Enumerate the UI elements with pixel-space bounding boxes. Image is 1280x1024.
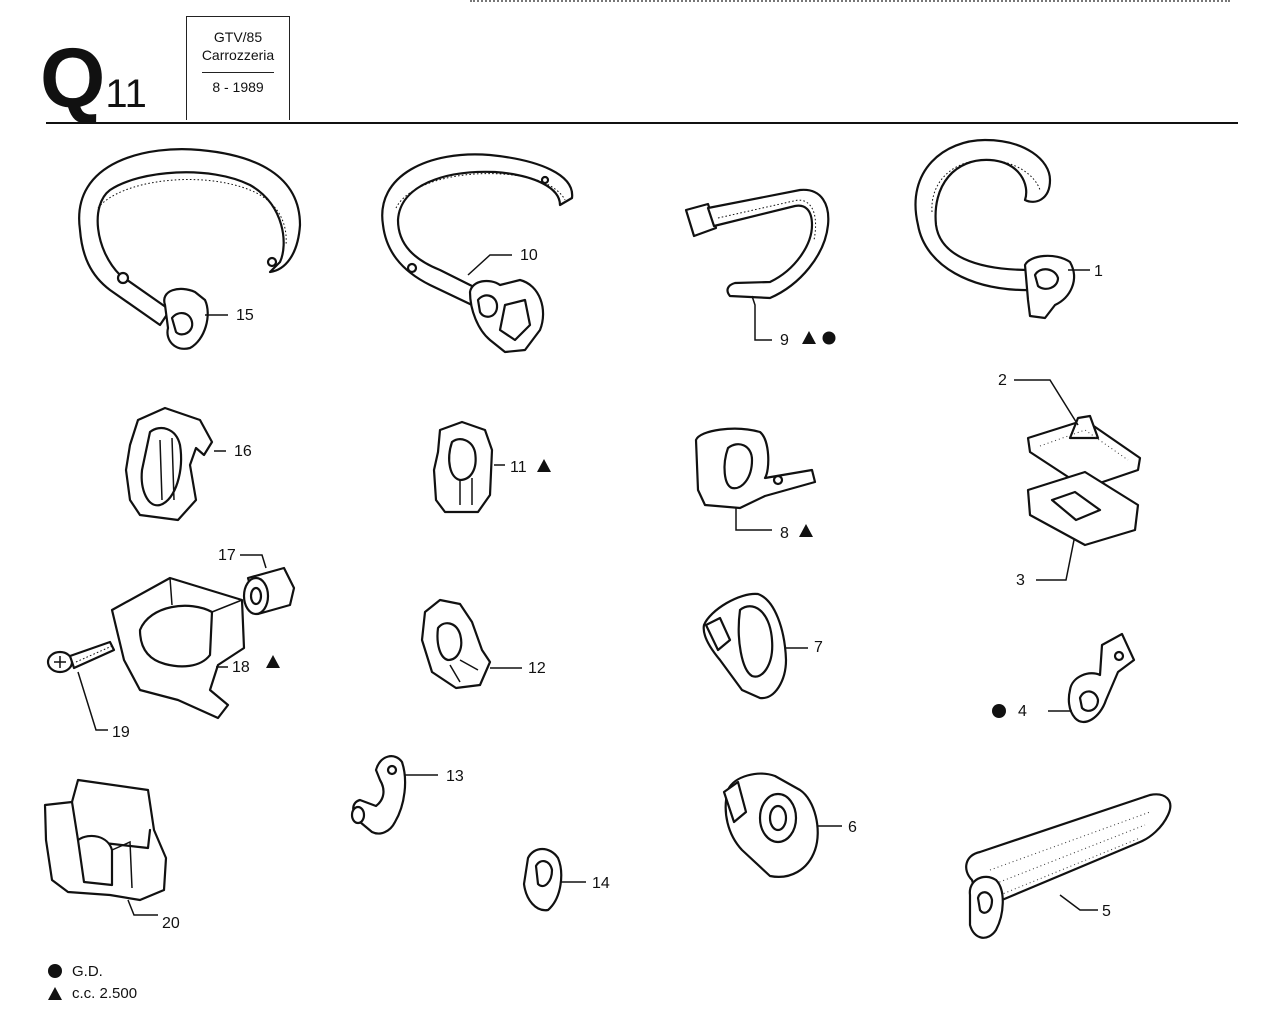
part-14-clip bbox=[522, 847, 563, 912]
leader-5 bbox=[1059, 894, 1098, 911]
callout-18: 18 bbox=[232, 659, 250, 676]
part-12-clip bbox=[420, 598, 492, 690]
info-divider bbox=[202, 72, 274, 73]
legend: G.D. c.c. 2.500 bbox=[48, 960, 137, 1004]
callout-7: 7 bbox=[814, 639, 823, 656]
callout-9: 9 bbox=[780, 332, 789, 349]
triangle-marker bbox=[537, 459, 551, 472]
callout-8: 8 bbox=[780, 525, 789, 542]
part-13-p-clip bbox=[350, 755, 407, 835]
circle-marker bbox=[992, 704, 1006, 718]
leader-10 bbox=[467, 254, 512, 276]
part-1-band-strap bbox=[914, 138, 1076, 320]
part-17-bush bbox=[242, 566, 296, 616]
callout-11: 11 bbox=[510, 459, 527, 476]
callout-16: 16 bbox=[234, 443, 252, 460]
legend-item: c.c. 2.500 bbox=[48, 982, 137, 1004]
scan-artifact bbox=[470, 0, 1230, 5]
part-16-clip bbox=[124, 406, 214, 522]
model-info-box: GTV/85 Carrozzeria 8 - 1989 bbox=[186, 16, 290, 120]
callout-13: 13 bbox=[446, 768, 464, 785]
callout-10: 10 bbox=[520, 247, 538, 264]
part-15-band-clamp bbox=[78, 148, 302, 350]
callout-15: 15 bbox=[236, 307, 254, 324]
leader-2 bbox=[1014, 379, 1079, 426]
triangle-marker bbox=[266, 655, 280, 668]
callout-12: 12 bbox=[528, 660, 546, 677]
callout-17: 17 bbox=[218, 547, 236, 564]
part-8-bracket-clip bbox=[694, 427, 817, 510]
triangle-marker bbox=[799, 524, 813, 537]
part-2-bracket-top bbox=[1026, 414, 1142, 490]
part-6-clip bbox=[722, 772, 819, 878]
circle-marker bbox=[822, 331, 836, 345]
legend-text: c.c. 2.500 bbox=[72, 984, 138, 1002]
leader-8 bbox=[735, 508, 772, 531]
legend-item: G.D. bbox=[48, 960, 137, 982]
part-4-p-clip bbox=[1067, 632, 1136, 724]
edition-date: 8 - 1989 bbox=[212, 79, 264, 95]
section-code: Q11 bbox=[40, 36, 147, 120]
group-name: Carrozzeria bbox=[201, 46, 275, 63]
part-3-bracket-bottom bbox=[1026, 470, 1140, 547]
header-rule bbox=[46, 122, 1238, 124]
circle-marker-icon bbox=[48, 964, 62, 978]
model-name: GTV/85 bbox=[213, 29, 263, 45]
leader-3 bbox=[1036, 539, 1075, 581]
part-9-cable-tie bbox=[684, 188, 830, 300]
leader-20 bbox=[127, 899, 158, 916]
part-5-edge-seal bbox=[965, 793, 1172, 939]
part-11-clip bbox=[432, 420, 494, 514]
part-19-screw bbox=[46, 640, 116, 674]
part-20-clip bbox=[43, 778, 168, 902]
triangle-marker-icon bbox=[48, 986, 62, 1000]
leader-19 bbox=[77, 671, 108, 731]
legend-text: G.D. bbox=[72, 962, 103, 980]
leader-9 bbox=[751, 295, 772, 341]
callout-5: 5 bbox=[1102, 903, 1111, 920]
callout-4: 4 bbox=[1018, 703, 1027, 720]
callout-6: 6 bbox=[848, 819, 857, 836]
part-10-band-clamp bbox=[381, 153, 574, 354]
callout-14: 14 bbox=[592, 875, 610, 892]
callout-1: 1 bbox=[1094, 263, 1103, 280]
triangle-marker bbox=[802, 331, 816, 344]
part-18-clip bbox=[110, 576, 246, 720]
leader-17 bbox=[240, 554, 267, 569]
callout-3: 3 bbox=[1016, 572, 1025, 589]
callout-2: 2 bbox=[998, 372, 1007, 389]
section-letter: Q bbox=[40, 31, 105, 125]
part-7-clip bbox=[702, 592, 788, 700]
section-number: 11 bbox=[105, 72, 147, 116]
callout-19: 19 bbox=[112, 724, 130, 741]
callout-20: 20 bbox=[162, 915, 180, 932]
